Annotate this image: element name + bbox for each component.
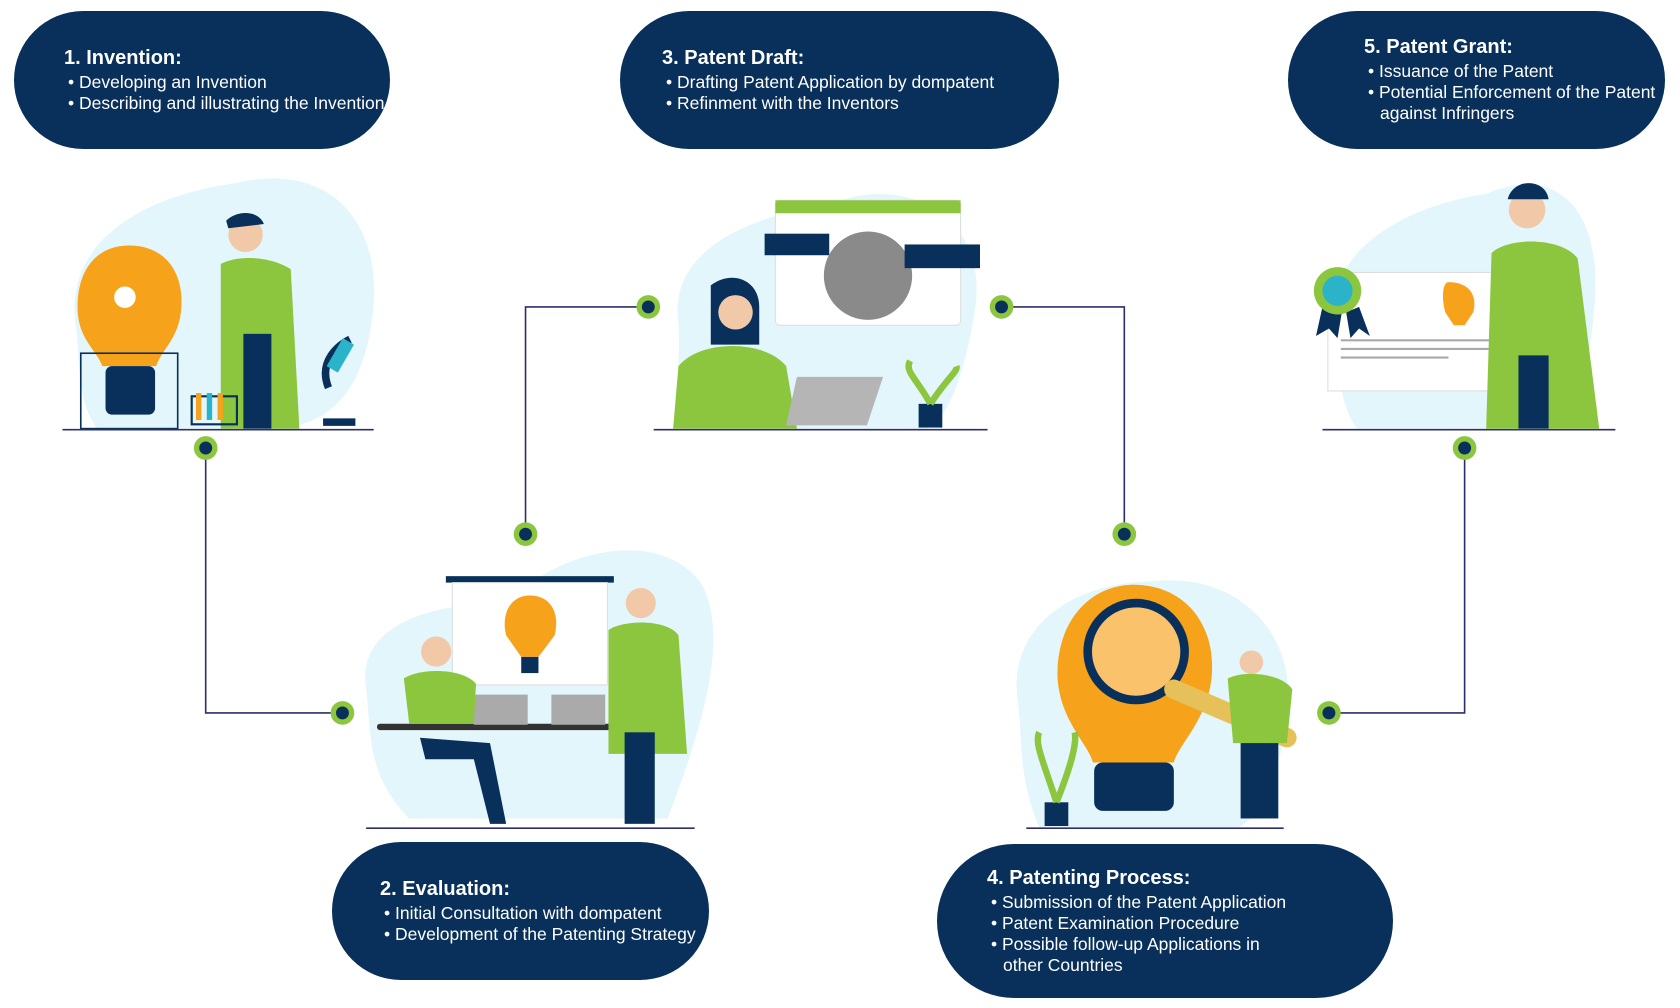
step-title: 4. Patenting Process: xyxy=(987,867,1393,890)
step-item: Potential Enforcement of the Patent agai… xyxy=(1364,82,1665,124)
step-item: Describing and illustrating the Inventio… xyxy=(64,93,390,114)
step-item: Patent Examination Procedure xyxy=(987,913,1393,934)
chat-bubble-icon xyxy=(765,234,830,256)
step-title: 2. Evaluation: xyxy=(380,878,709,901)
invention-scene xyxy=(62,178,374,429)
step-item: Issuance of the Patent xyxy=(1364,61,1665,82)
step-title: 1. Invention: xyxy=(64,47,390,70)
step-title: 3. Patent Draft: xyxy=(662,47,1059,70)
patent-draft-scene xyxy=(654,194,988,430)
evaluation-scene xyxy=(365,550,713,828)
laptop-icon xyxy=(786,377,883,425)
step-item: Initial Consultation with dompatent xyxy=(380,903,709,924)
step-3-patent-draft-card: 3. Patent Draft: Drafting Patent Applica… xyxy=(620,11,1059,149)
laptop-icon xyxy=(551,695,605,725)
laptop-icon xyxy=(474,695,528,725)
step-item: Developing an Invention xyxy=(64,72,390,93)
step-item: Submission of the Patent Application xyxy=(987,892,1393,913)
video-call-icon xyxy=(824,232,912,320)
step-title: 5. Patent Grant: xyxy=(1364,36,1665,59)
patenting-process-scene xyxy=(1017,580,1293,828)
patent-grant-scene xyxy=(1314,183,1616,430)
step-5-patent-grant-card: 5. Patent Grant: Issuance of the PatentP… xyxy=(1288,11,1665,149)
step-item: Refinment with the Inventors xyxy=(662,93,1059,114)
step-4-patenting-process-card: 4. Patenting Process: Submission of the … xyxy=(937,844,1393,998)
step-item: Drafting Patent Application by dompatent xyxy=(662,72,1059,93)
chat-bubble-icon xyxy=(905,244,980,268)
gear-icon xyxy=(114,286,136,308)
step-2-evaluation-card: 2. Evaluation: Initial Consultation with… xyxy=(332,842,709,980)
step-item: Possible follow-up Applications in other… xyxy=(987,934,1303,976)
step-1-invention-card: 1. Invention: Developing an InventionDes… xyxy=(14,11,390,149)
step-item: Development of the Patenting Strategy xyxy=(380,924,709,945)
